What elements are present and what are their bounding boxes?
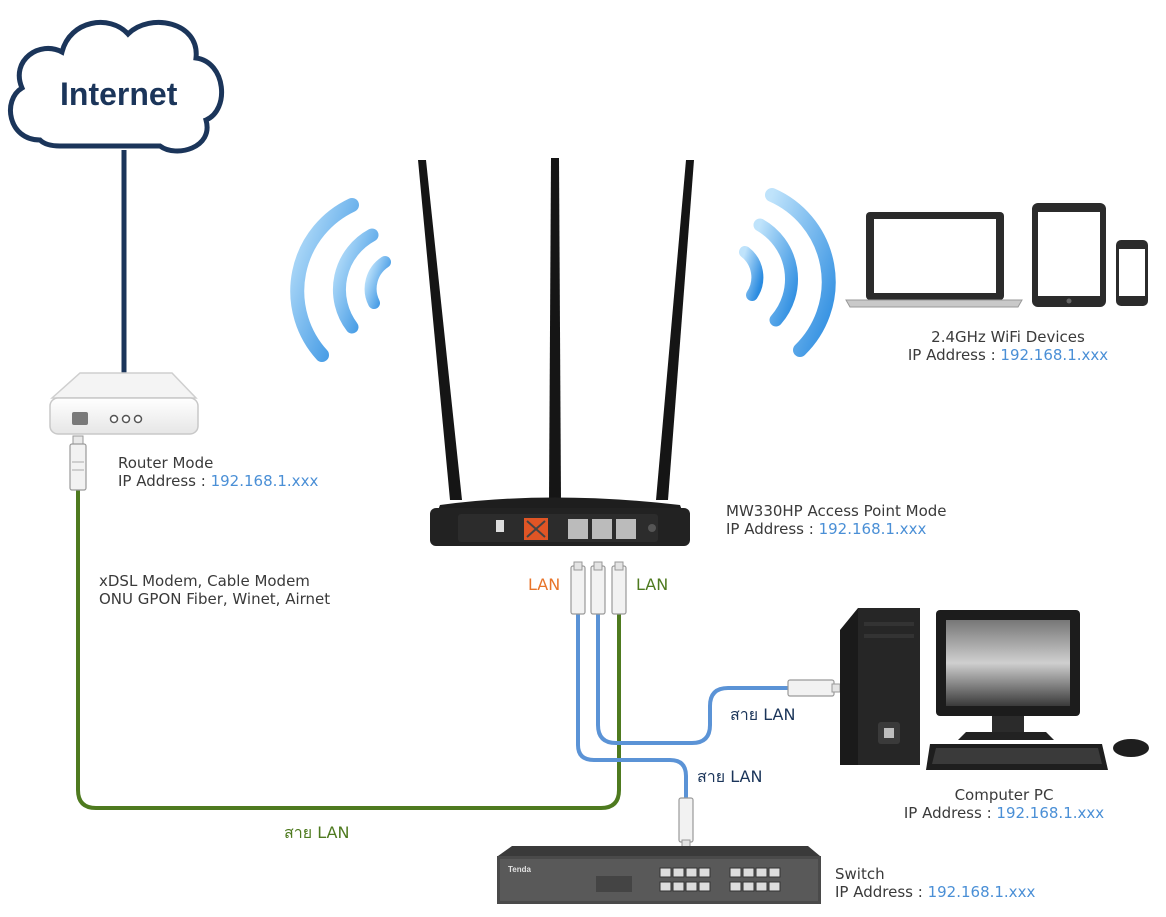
blue-lan-cable-switch xyxy=(576,612,688,800)
pc-cable-label: สาย LAN xyxy=(730,705,796,724)
internet-label: Internet xyxy=(60,76,178,112)
router-label: Router Mode IP Address : 192.168.1.xxx xyxy=(118,454,318,490)
wifi-devices-title: 2.4GHz WiFi Devices xyxy=(931,328,1085,346)
rj45-plug-icon xyxy=(787,679,841,697)
computer-tower-icon xyxy=(840,608,920,765)
wifi-devices-ip: 192.168.1.xxx xyxy=(1000,346,1109,364)
green-lan-cable xyxy=(76,488,621,810)
blue-lan-cable-pc xyxy=(596,612,790,745)
lan-port-left-label: LAN xyxy=(528,575,561,594)
ip-label: IP Address : xyxy=(907,346,996,364)
ip-label: IP Address : xyxy=(835,883,923,901)
computer-title: Computer PC xyxy=(954,786,1054,804)
switch-icon: Tenda xyxy=(497,846,821,904)
wifi-waves-icon xyxy=(739,188,836,357)
access-point-ip: 192.168.1.xxx xyxy=(818,520,927,538)
router-cable-label: สาย LAN xyxy=(284,823,350,842)
switch-ip-line: IP Address : 192.168.1.xxx xyxy=(835,883,1035,901)
wifi-devices-ip-line: IP Address : 192.168.1.xxx xyxy=(896,346,1120,364)
router-ip: 192.168.1.xxx xyxy=(210,472,319,490)
rj45-plug-icon xyxy=(69,435,87,491)
monitor-icon xyxy=(936,610,1080,740)
lan-port-right-label: LAN xyxy=(636,575,669,594)
laptop-icon xyxy=(845,212,1023,308)
ip-label: IP Address : xyxy=(903,804,992,822)
modem-types-line1: xDSL Modem, Cable Modem xyxy=(99,572,310,590)
ip-label: IP Address : xyxy=(726,520,814,538)
router-icon xyxy=(49,372,199,435)
computer-label: Computer PC IP Address : 192.168.1.xxx xyxy=(888,786,1120,822)
modem-types-label: xDSL Modem, Cable Modem ONU GPON Fiber, … xyxy=(99,572,330,608)
access-point-ip-line: IP Address : 192.168.1.xxx xyxy=(726,520,947,538)
switch-cable-label: สาย LAN xyxy=(697,767,763,786)
rj45-plug-icon xyxy=(570,561,586,615)
cloud-icon xyxy=(7,19,225,154)
router-mode-text: Router Mode xyxy=(118,454,214,472)
switch-title: Switch xyxy=(835,865,885,883)
switch-brand: Tenda xyxy=(508,865,532,874)
rj45-plug-icon xyxy=(678,797,694,849)
rj45-plug-icon xyxy=(590,561,606,615)
switch-label: Switch IP Address : 192.168.1.xxx xyxy=(835,865,1035,901)
tablet-icon xyxy=(1032,203,1106,307)
access-point-mode: MW330HP Access Point Mode xyxy=(726,502,947,520)
modem-types-line2: ONU GPON Fiber, Winet, Airnet xyxy=(99,590,331,608)
keyboard-icon xyxy=(926,744,1108,770)
phone-icon xyxy=(1116,240,1148,306)
access-point-label: MW330HP Access Point Mode IP Address : 1… xyxy=(726,502,947,538)
wifi-waves-icon xyxy=(290,198,391,362)
wifi-devices-label: 2.4GHz WiFi Devices IP Address : 192.168… xyxy=(896,328,1120,364)
switch-ip: 192.168.1.xxx xyxy=(927,883,1036,901)
computer-ip-line: IP Address : 192.168.1.xxx xyxy=(888,804,1120,822)
access-point-icon xyxy=(418,158,694,546)
rj45-plug-icon xyxy=(611,561,627,615)
mouse-icon xyxy=(1113,739,1149,757)
computer-ip: 192.168.1.xxx xyxy=(996,804,1105,822)
router-ip-line: IP Address : 192.168.1.xxx xyxy=(118,472,318,490)
ip-label: IP Address : xyxy=(118,472,206,490)
